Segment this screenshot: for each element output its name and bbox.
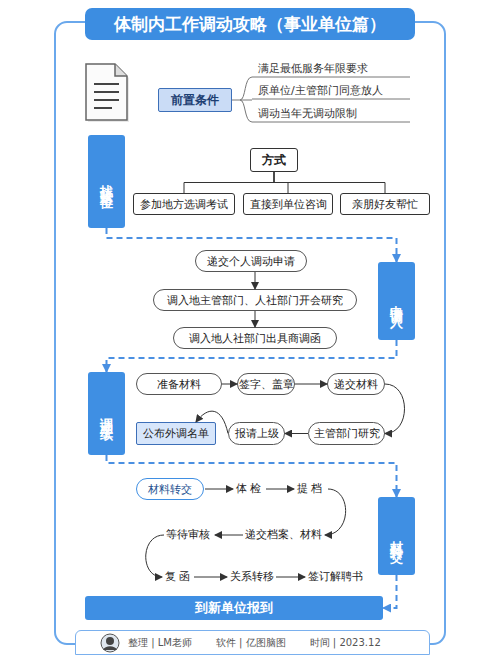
document-icon: [86, 64, 127, 120]
text-label: 提 档: [297, 481, 323, 496]
node-text: 准备材料: [157, 377, 201, 392]
document-lines: [94, 84, 119, 108]
connector: [385, 384, 405, 434]
step-arrows: [146, 489, 346, 577]
connector: [274, 172, 385, 193]
node-text: 软件 | 亿图脑图: [216, 636, 286, 650]
section-tab: 材料转交: [378, 497, 415, 575]
node-text: 整理 | LM老师: [128, 636, 192, 650]
connector: [255, 311, 256, 327]
text-label: 关系转移: [230, 569, 274, 584]
node-text: 调入地人社部门出具商调函: [189, 331, 321, 346]
node-text: 公布外调名单: [143, 426, 209, 441]
connector: [285, 433, 308, 434]
outer-frame: [55, 22, 445, 644]
footer-box: 整理 | LM老师 软件 | 亿图脑图 时间 | 2023.12: [75, 630, 430, 655]
node-text: 主管部门研究: [314, 426, 380, 441]
step-pill: 主管部门研究: [308, 422, 385, 445]
avatar-icon: [98, 632, 122, 654]
condition-box: 前置条件: [158, 88, 232, 112]
step-pill: 签字、盖章: [237, 373, 295, 395]
text-label: 递交档案、材料: [245, 527, 322, 542]
connector: [184, 172, 274, 193]
text-label: 复 函: [165, 569, 191, 584]
node-text: 申请调入: [388, 295, 406, 307]
dashed-flow: [107, 340, 397, 372]
node-text: 报请上级: [235, 426, 279, 441]
title-band: 体制内工作调动攻略（事业单位篇）: [85, 8, 415, 40]
option-box: 直接到单位咨询: [243, 193, 333, 215]
node-text: 前置条件: [171, 92, 219, 109]
node-text: 方式: [262, 152, 286, 169]
node-text: 时间 | 2023.12: [310, 636, 381, 650]
node-text: 找接收单位: [98, 174, 116, 189]
text-label: 签订解聘书: [308, 569, 363, 584]
connector: [222, 384, 237, 385]
node-text: 材料转交: [148, 482, 192, 497]
step-pill: 递交个人调动申请: [195, 250, 307, 272]
node-text: 直接到单位咨询: [250, 197, 327, 212]
connector: [196, 411, 228, 433]
start-pill: 材料转交: [136, 478, 204, 500]
step-pill: 报请上级: [228, 422, 285, 445]
dashed-flow: [107, 228, 397, 262]
text-label: 原单位/主管部门同意放人: [258, 83, 383, 98]
text-label: 调动当年无调动限制: [258, 106, 357, 121]
node-text: 签字、盖章: [239, 377, 294, 392]
dashed-flow: [107, 455, 397, 497]
node-text: 到新单位报到: [195, 599, 273, 617]
document-fold: [115, 64, 127, 76]
step-pill: 递交材料: [327, 373, 385, 395]
step-pill: 准备材料: [136, 373, 222, 395]
result-band: 到新单位报到: [85, 596, 383, 620]
highlight-box: 公布外调名单: [136, 422, 216, 445]
method-box: 方式: [250, 148, 298, 172]
node-text: 调动手续: [98, 408, 116, 420]
option-box: 亲朋好友帮忙: [340, 193, 430, 215]
node-text: 亲朋好友帮忙: [352, 197, 418, 212]
connector: [255, 272, 256, 289]
text-label: 体 检: [236, 481, 262, 496]
node-text: 材料转交: [388, 530, 406, 542]
node-text: 递交材料: [334, 377, 378, 392]
connector: [274, 172, 288, 193]
node-text: 参加地方选调考试: [140, 197, 228, 212]
section-tab: 申请调入: [378, 262, 415, 340]
section-tab: 找接收单位: [88, 135, 125, 228]
node-text: 递交个人调动申请: [207, 254, 295, 269]
node-text: 调入地主管部门、人社部门开会研究: [167, 293, 343, 308]
step-pill: 调入地主管部门、人社部门开会研究: [153, 289, 357, 311]
connector: [295, 384, 327, 385]
condition-bracket: [232, 77, 410, 122]
text-label: 等待审核: [166, 527, 210, 542]
text-label: 满足最低服务年限要求: [258, 61, 368, 76]
title-text: 体制内工作调动攻略（事业单位篇）: [114, 13, 386, 36]
option-box: 参加地方选调考试: [133, 193, 235, 215]
section-tab: 调动手续: [88, 372, 125, 455]
dashed-flow: [383, 575, 397, 608]
step-pill: 调入地人社部门出具商调函: [173, 327, 337, 349]
